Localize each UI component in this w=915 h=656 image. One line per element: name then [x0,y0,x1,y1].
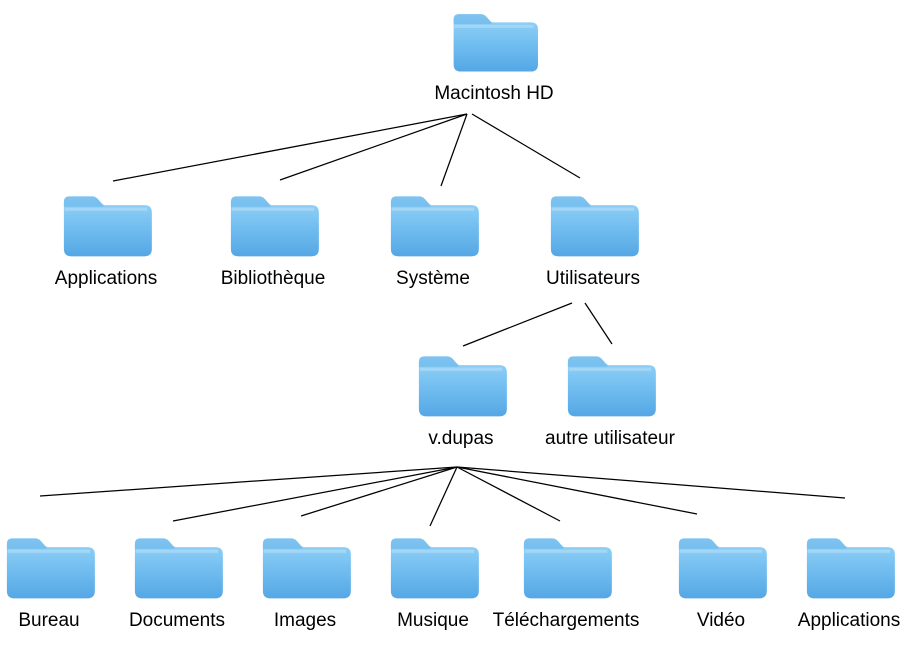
folder-label: Musique [397,610,469,631]
connector-vdupas-musique [429,466,458,527]
blue-folder-icon [59,188,153,261]
folder-label: Bureau [18,610,80,631]
connector-root-applications [112,113,468,182]
blue-folder-icon [802,530,896,603]
folder-label: Utilisateurs [546,268,640,289]
folder-node-vdupas: v.dupas [366,348,556,450]
folder-label: autre utilisateur [545,428,675,449]
blue-folder-icon [386,530,480,603]
folder-node-utilisateurs: Utilisateurs [498,188,688,290]
folder-label: Images [273,610,337,631]
folder-label: Documents [128,610,226,631]
blue-folder-icon [563,348,657,421]
folder-label: Applications [54,268,158,289]
blue-folder-icon [226,188,320,261]
connector-utilisateurs-vdupas [462,302,573,347]
connector-root-utilisateurs [471,113,581,179]
connector-vdupas-applications [456,466,846,499]
folder-label: Applications [797,610,901,631]
folder-node-applications: Applications [11,188,201,290]
folder-node-applications-home: Applications [754,530,915,632]
connector-vdupas-bureau [39,466,458,497]
connector-vdupas-telechargements [456,466,561,522]
connector-utilisateurs-autre [584,302,613,345]
connector-root-systeme [440,113,468,187]
folder-node-images: Images [210,530,400,632]
folder-label: Bibliothèque [220,268,326,289]
connector-vdupas-images [300,466,458,517]
blue-folder-icon [449,6,539,76]
folder-label: Macintosh HD [434,83,554,104]
folder-node-systeme: Système [338,188,528,290]
folder-node-video: Vidéo [626,530,816,632]
folder-node-bureau: Bureau [0,530,144,632]
connector-vdupas-documents [172,466,458,522]
folder-node-autre-utilisateur: autre utilisateur [515,348,705,450]
connector-root-bibliotheque [279,113,468,181]
folder-label: Vidéo [696,610,746,631]
blue-folder-icon [386,188,480,261]
folder-label: v.dupas [428,428,494,449]
folder-node-macintosh-hd: Macintosh HD [399,6,589,105]
blue-folder-icon [519,530,613,603]
folder-node-musique: Musique [338,530,528,632]
connector-vdupas-video [456,466,698,515]
folder-node-bibliotheque: Bibliothèque [178,188,368,290]
folder-label: Système [396,268,470,289]
folder-label: Téléchargements [492,610,640,631]
folder-node-telechargements: Téléchargements [471,530,661,632]
blue-folder-icon [414,348,508,421]
blue-folder-icon [546,188,640,261]
folder-node-documents: Documents [82,530,272,632]
